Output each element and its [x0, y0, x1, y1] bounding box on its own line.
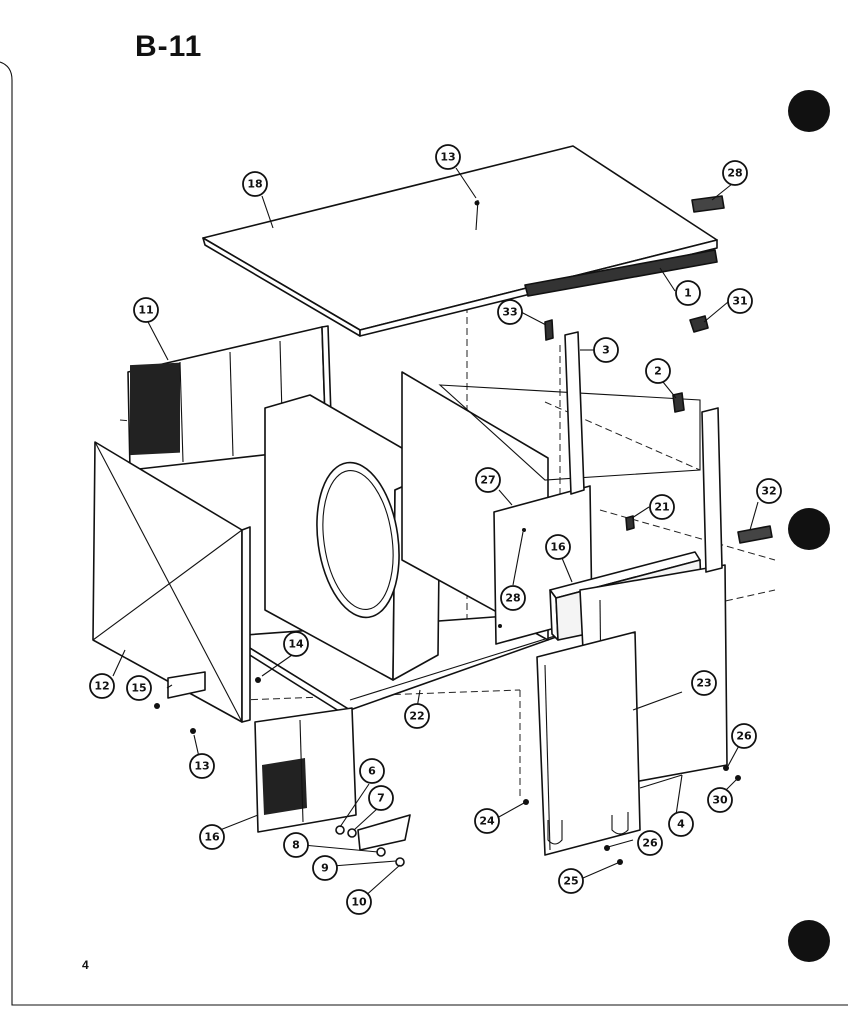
binder-hole-middle — [788, 508, 830, 550]
callout-24: 24 — [474, 808, 500, 834]
svg-text:10: 10 — [351, 896, 367, 909]
callout-25: 25 — [558, 868, 584, 894]
page-edge-mark — [0, 61, 848, 1006]
callout-28-plate: 28 — [500, 585, 526, 611]
callout-27: 27 — [475, 467, 501, 493]
callout-18-top-cover: 18 — [242, 171, 268, 197]
svg-text:1: 1 — [684, 287, 692, 300]
page-number: 4 — [82, 958, 89, 972]
svg-text:30: 30 — [712, 794, 728, 807]
svg-text:15: 15 — [131, 682, 146, 695]
callout-4: 4 — [668, 811, 694, 837]
callout-26-right: 26 — [731, 723, 757, 749]
binder-hole-top — [788, 90, 830, 132]
callout-16-filter: 16 — [545, 534, 571, 560]
callout-10: 10 — [346, 889, 372, 915]
callout-33: 33 — [497, 299, 523, 325]
callout-2: 2 — [645, 358, 671, 384]
callout-31: 31 — [727, 288, 753, 314]
svg-text:25: 25 — [563, 875, 578, 888]
callout-15: 15 — [126, 675, 152, 701]
svg-text:24: 24 — [479, 815, 495, 828]
callout-32: 32 — [756, 478, 782, 504]
svg-text:23: 23 — [696, 677, 711, 690]
callout-11: 11 — [133, 297, 159, 323]
svg-text:16: 16 — [204, 831, 220, 844]
svg-text:3: 3 — [602, 344, 610, 357]
callout-26-lower: 26 — [637, 830, 663, 856]
svg-text:16: 16 — [550, 541, 566, 554]
hardware-bracket — [335, 814, 411, 867]
svg-text:21: 21 — [654, 501, 669, 514]
page-title: B-11 — [135, 30, 203, 63]
callout-13-top: 13 — [435, 144, 461, 170]
svg-text:18: 18 — [247, 178, 262, 191]
side-rails — [564, 331, 723, 573]
grille-louvers — [130, 362, 180, 456]
front-side-panel — [92, 441, 251, 723]
screws — [154, 677, 741, 865]
callout-30: 30 — [707, 787, 733, 813]
callout-21: 22 — [404, 703, 430, 729]
callout-12: 12 — [89, 673, 115, 699]
callout-7: 7 — [368, 785, 394, 811]
binder-hole-bottom — [788, 920, 830, 962]
svg-text:26: 26 — [642, 837, 658, 850]
callout-16-grille: 16 — [199, 824, 225, 850]
front-access-panel — [536, 631, 641, 856]
svg-text:8: 8 — [292, 839, 300, 852]
svg-text:14: 14 — [288, 638, 304, 651]
svg-text:27: 27 — [480, 474, 495, 487]
svg-text:22: 22 — [409, 710, 424, 723]
svg-text:4: 4 — [677, 818, 685, 831]
svg-text:26: 26 — [736, 730, 752, 743]
callout-9: 9 — [312, 855, 338, 881]
callout-28-top: 28 — [722, 160, 748, 186]
callout-1: 1 — [675, 280, 701, 306]
callout-22: 21 — [649, 494, 675, 520]
svg-text:7: 7 — [377, 792, 385, 805]
svg-text:12: 12 — [94, 680, 109, 693]
svg-text:13: 13 — [194, 760, 209, 773]
svg-text:13: 13 — [440, 151, 455, 164]
hardware-clips — [544, 195, 773, 544]
callout-13-lower: 13 — [189, 753, 215, 779]
svg-text:33: 33 — [502, 306, 517, 319]
callout-23: 23 — [691, 670, 717, 696]
callout-6: 6 — [359, 758, 385, 784]
svg-text:32: 32 — [761, 485, 776, 498]
svg-text:31: 31 — [732, 295, 747, 308]
svg-text:11: 11 — [138, 304, 153, 317]
lower-grille-panel — [254, 707, 357, 833]
svg-text:6: 6 — [368, 765, 376, 778]
callout-8: 8 — [283, 832, 309, 858]
svg-text:28: 28 — [505, 592, 520, 605]
svg-text:9: 9 — [321, 862, 329, 875]
svg-text:2: 2 — [654, 365, 662, 378]
svg-text:28: 28 — [727, 167, 742, 180]
leader-lines — [112, 167, 759, 899]
callout-14: 14 — [283, 631, 309, 657]
top-cover — [202, 145, 718, 337]
callout-3: 3 — [593, 337, 619, 363]
